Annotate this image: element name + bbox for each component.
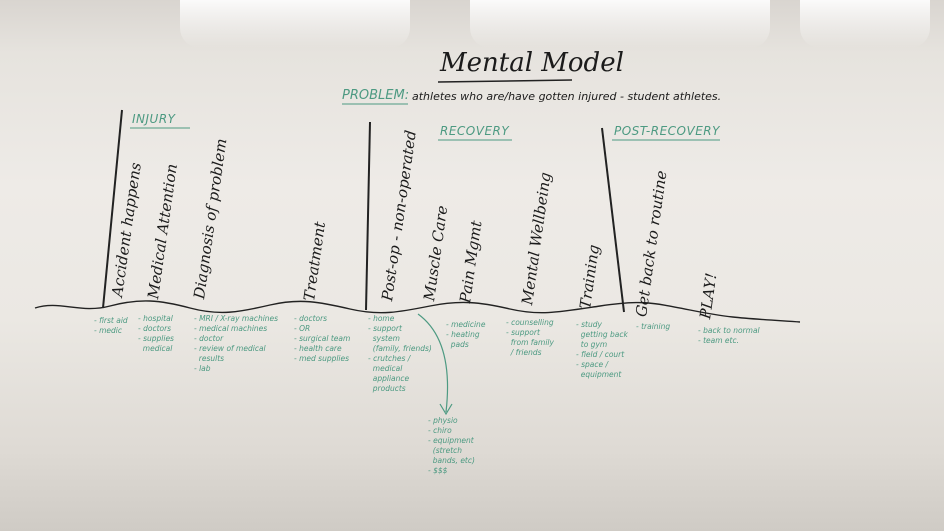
notes-diagnosis: - MRI / X-ray machines - medical machine… [194, 314, 279, 373]
notes-muscle-care: - physio - chiro - equipment (stretch ba… [428, 416, 475, 475]
notes-training: - study getting back to gym - field / co… [576, 320, 628, 379]
notes-medical: - hospital - doctors - supplies medical [138, 314, 174, 353]
light-glare [180, 0, 410, 48]
problem-statement: athletes who are/have gotten injured - s… [412, 90, 722, 103]
notes-accident: - first aid - medic [94, 316, 128, 335]
notes-post-op: - home - support system (family, friends… [368, 314, 432, 393]
light-glare [470, 0, 770, 48]
notes-mental-wellbeing: - counselling - support from family / fr… [506, 318, 554, 357]
notes-routine: - training [636, 322, 671, 331]
page-title: Mental Model [440, 48, 624, 78]
section-post-recovery: POST-RECOVERY [614, 124, 720, 138]
notes-play: - back to normal - team etc. [698, 326, 760, 345]
problem-label: PROBLEM: [342, 88, 410, 103]
notes-treatment: - doctors - OR - surgical team - health … [294, 314, 351, 363]
notes-pain-mgmt: - medicine - heating pads [446, 320, 486, 349]
light-glare [800, 0, 930, 48]
section-recovery: RECOVERY [440, 124, 510, 138]
section-injury: INJURY [132, 112, 176, 126]
